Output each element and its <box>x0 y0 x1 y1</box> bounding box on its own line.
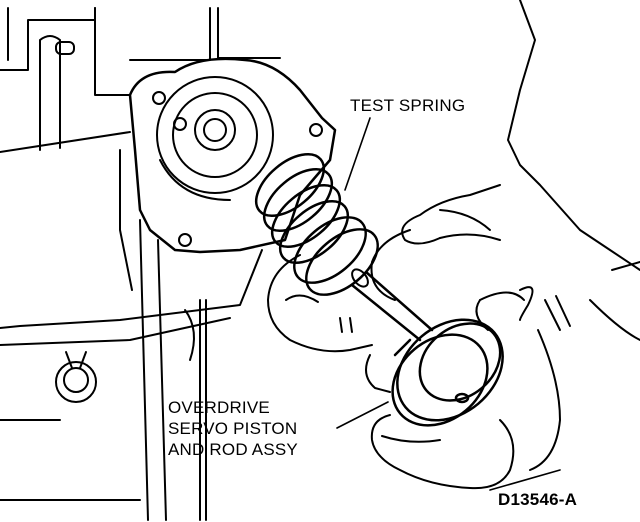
servo-cover <box>128 57 337 254</box>
test-spring-leader <box>344 117 371 191</box>
piston-leader <box>336 401 389 429</box>
piston-label-line1: OVERDRIVE <box>168 398 270 417</box>
figure-id: D13546-A <box>498 490 578 509</box>
figure-id-leader <box>489 469 561 491</box>
piston-label-line3: AND ROD ASSY <box>168 440 298 459</box>
test-spring <box>255 153 379 296</box>
case-plug <box>55 351 97 403</box>
servo-piston <box>391 318 504 427</box>
piston-label-line2: SERVO PISTON <box>168 419 298 438</box>
leader-lines <box>336 117 561 491</box>
technician-hands <box>267 0 640 490</box>
piston-rod <box>350 268 434 342</box>
test-spring-label: TEST SPRING <box>350 96 466 115</box>
